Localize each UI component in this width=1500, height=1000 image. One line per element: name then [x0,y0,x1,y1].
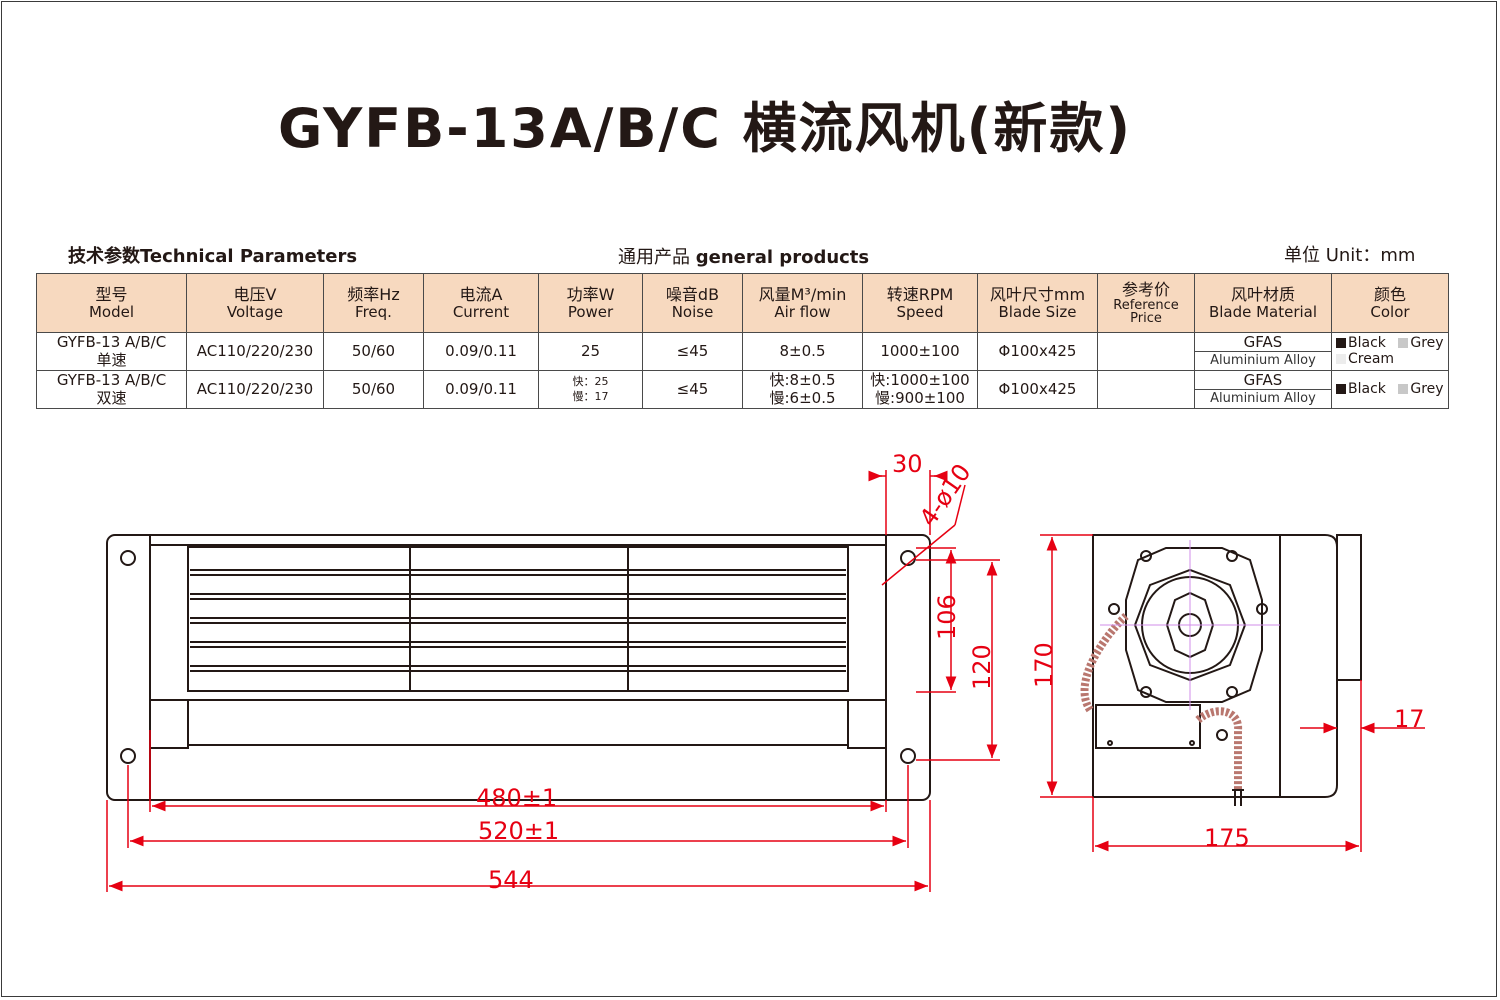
cell-blade-size: Φ100x425 [977,370,1098,409]
cell-voltage: AC110/220/230 [186,332,324,371]
tech-params-label: 技术参数Technical Parameters [68,246,358,267]
power-cable [1080,612,1129,713]
mounting-hole [120,550,136,566]
color-option-cream: Cream [1336,351,1394,367]
cell-voltage: AC110/220/230 [186,370,324,409]
dim-120: 120 [968,644,996,690]
dim-17: 17 [1394,705,1425,733]
front-dimensions [106,470,1000,892]
side-housing [1092,534,1338,798]
mounting-hole [900,748,916,764]
cell-color: Black Grey Cream [1331,332,1449,371]
side-view [1080,534,1362,806]
cell-airflow: 8±0.5 [742,332,863,371]
front-dimension-labels: 30 4-ø10 106 120 480±1 520±1 544 [476,450,996,894]
cell-current: 0.09/0.11 [423,370,539,409]
cell-freq: 50/60 [323,332,424,371]
unit-label: 单位 Unit：mm [1284,245,1416,266]
motor-shaft [1165,591,1215,659]
page-title: GYFB-13A/B/C 横流风机(新款) [278,97,1133,160]
dim-30: 30 [892,450,923,478]
capacitor-box [1095,704,1201,749]
front-grille [187,546,849,692]
power-cable [1195,707,1243,790]
mounting-hole [120,748,136,764]
side-dimension-labels: 170 17 175 [1030,642,1425,852]
cell-noise: ≤45 [642,370,743,409]
general-products-label: 通用产品 general products [618,247,870,268]
color-option-grey: Grey [1398,381,1444,397]
color-option-black: Black [1336,381,1386,397]
cell-current: 0.09/0.11 [423,332,539,371]
front-view [106,534,931,801]
cell-power: 25 [538,332,643,371]
side-dimensions [1040,534,1425,852]
dim-480: 480±1 [476,784,557,812]
dim-170: 170 [1030,642,1058,688]
color-option-black: Black [1336,335,1386,351]
color-option-grey: Grey [1398,335,1444,351]
front-housing [106,534,931,801]
cell-blade-size: Φ100x425 [977,332,1098,371]
dim-106: 106 [933,594,961,640]
side-centerlines [1100,540,1280,710]
cell-color: Black Grey [1331,370,1449,409]
dim-holes: 4-ø10 [914,459,977,532]
cell-freq: 50/60 [323,370,424,409]
dim-175: 175 [1204,824,1250,852]
cell-noise: ≤45 [642,332,743,371]
dim-544: 544 [488,866,534,894]
dim-520: 520±1 [478,817,559,845]
motor-flange [1125,547,1263,703]
cell-price [1097,370,1195,409]
